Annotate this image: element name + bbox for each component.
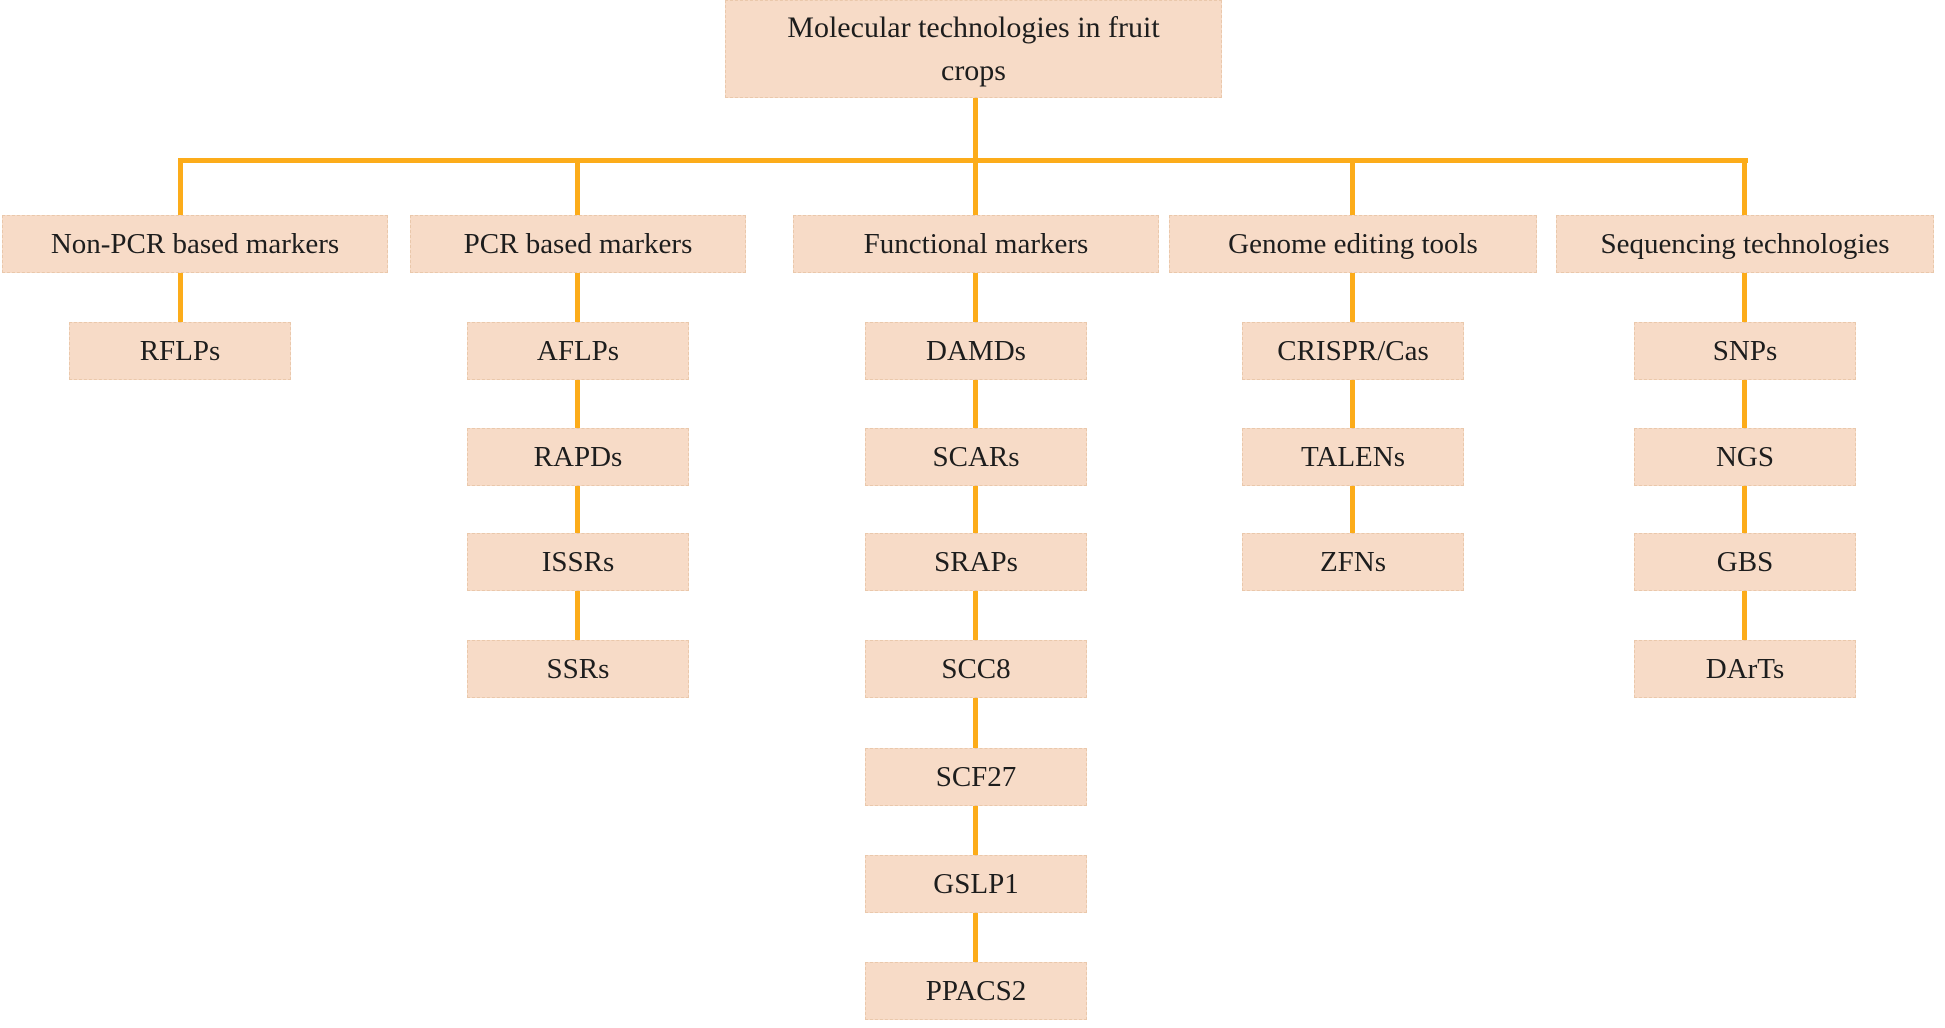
node-gslp1: GSLP1 (865, 855, 1087, 913)
node-rflps: RFLPs (69, 322, 291, 380)
node-snps: SNPs (1634, 322, 1856, 380)
node-ppacs2: PPACS2 (865, 962, 1087, 1020)
category-functional-markers: Functional markers (793, 215, 1159, 273)
node-darts: DArTs (1634, 640, 1856, 698)
node-talens: TALENs (1242, 428, 1464, 486)
connector-root-stem (973, 98, 978, 161)
node-issrs: ISSRs (467, 533, 689, 591)
node-ngs: NGS (1634, 428, 1856, 486)
node-damds: DAMDs (865, 322, 1087, 380)
connector-column-pcr (575, 158, 580, 666)
node-scars: SCARs (865, 428, 1087, 486)
node-rapds: RAPDs (467, 428, 689, 486)
category-pcr-based-markers: PCR based markers (410, 215, 746, 273)
node-crispr-cas: CRISPR/Cas (1242, 322, 1464, 380)
node-aflps: AFLPs (467, 322, 689, 380)
node-scc8: SCC8 (865, 640, 1087, 698)
category-genome-editing-tools: Genome editing tools (1169, 215, 1537, 273)
node-sraps: SRAPs (865, 533, 1087, 591)
node-ssrs: SSRs (467, 640, 689, 698)
category-sequencing-technologies: Sequencing technologies (1556, 215, 1934, 273)
connector-trunk (178, 158, 1748, 163)
root-node: Molecular technologies in fruit crops (725, 0, 1222, 98)
category-non-pcr-based-markers: Non-PCR based markers (2, 215, 388, 273)
node-gbs: GBS (1634, 533, 1856, 591)
node-zfns: ZFNs (1242, 533, 1464, 591)
connector-column-sequencing (1742, 158, 1747, 666)
node-scf27: SCF27 (865, 748, 1087, 806)
